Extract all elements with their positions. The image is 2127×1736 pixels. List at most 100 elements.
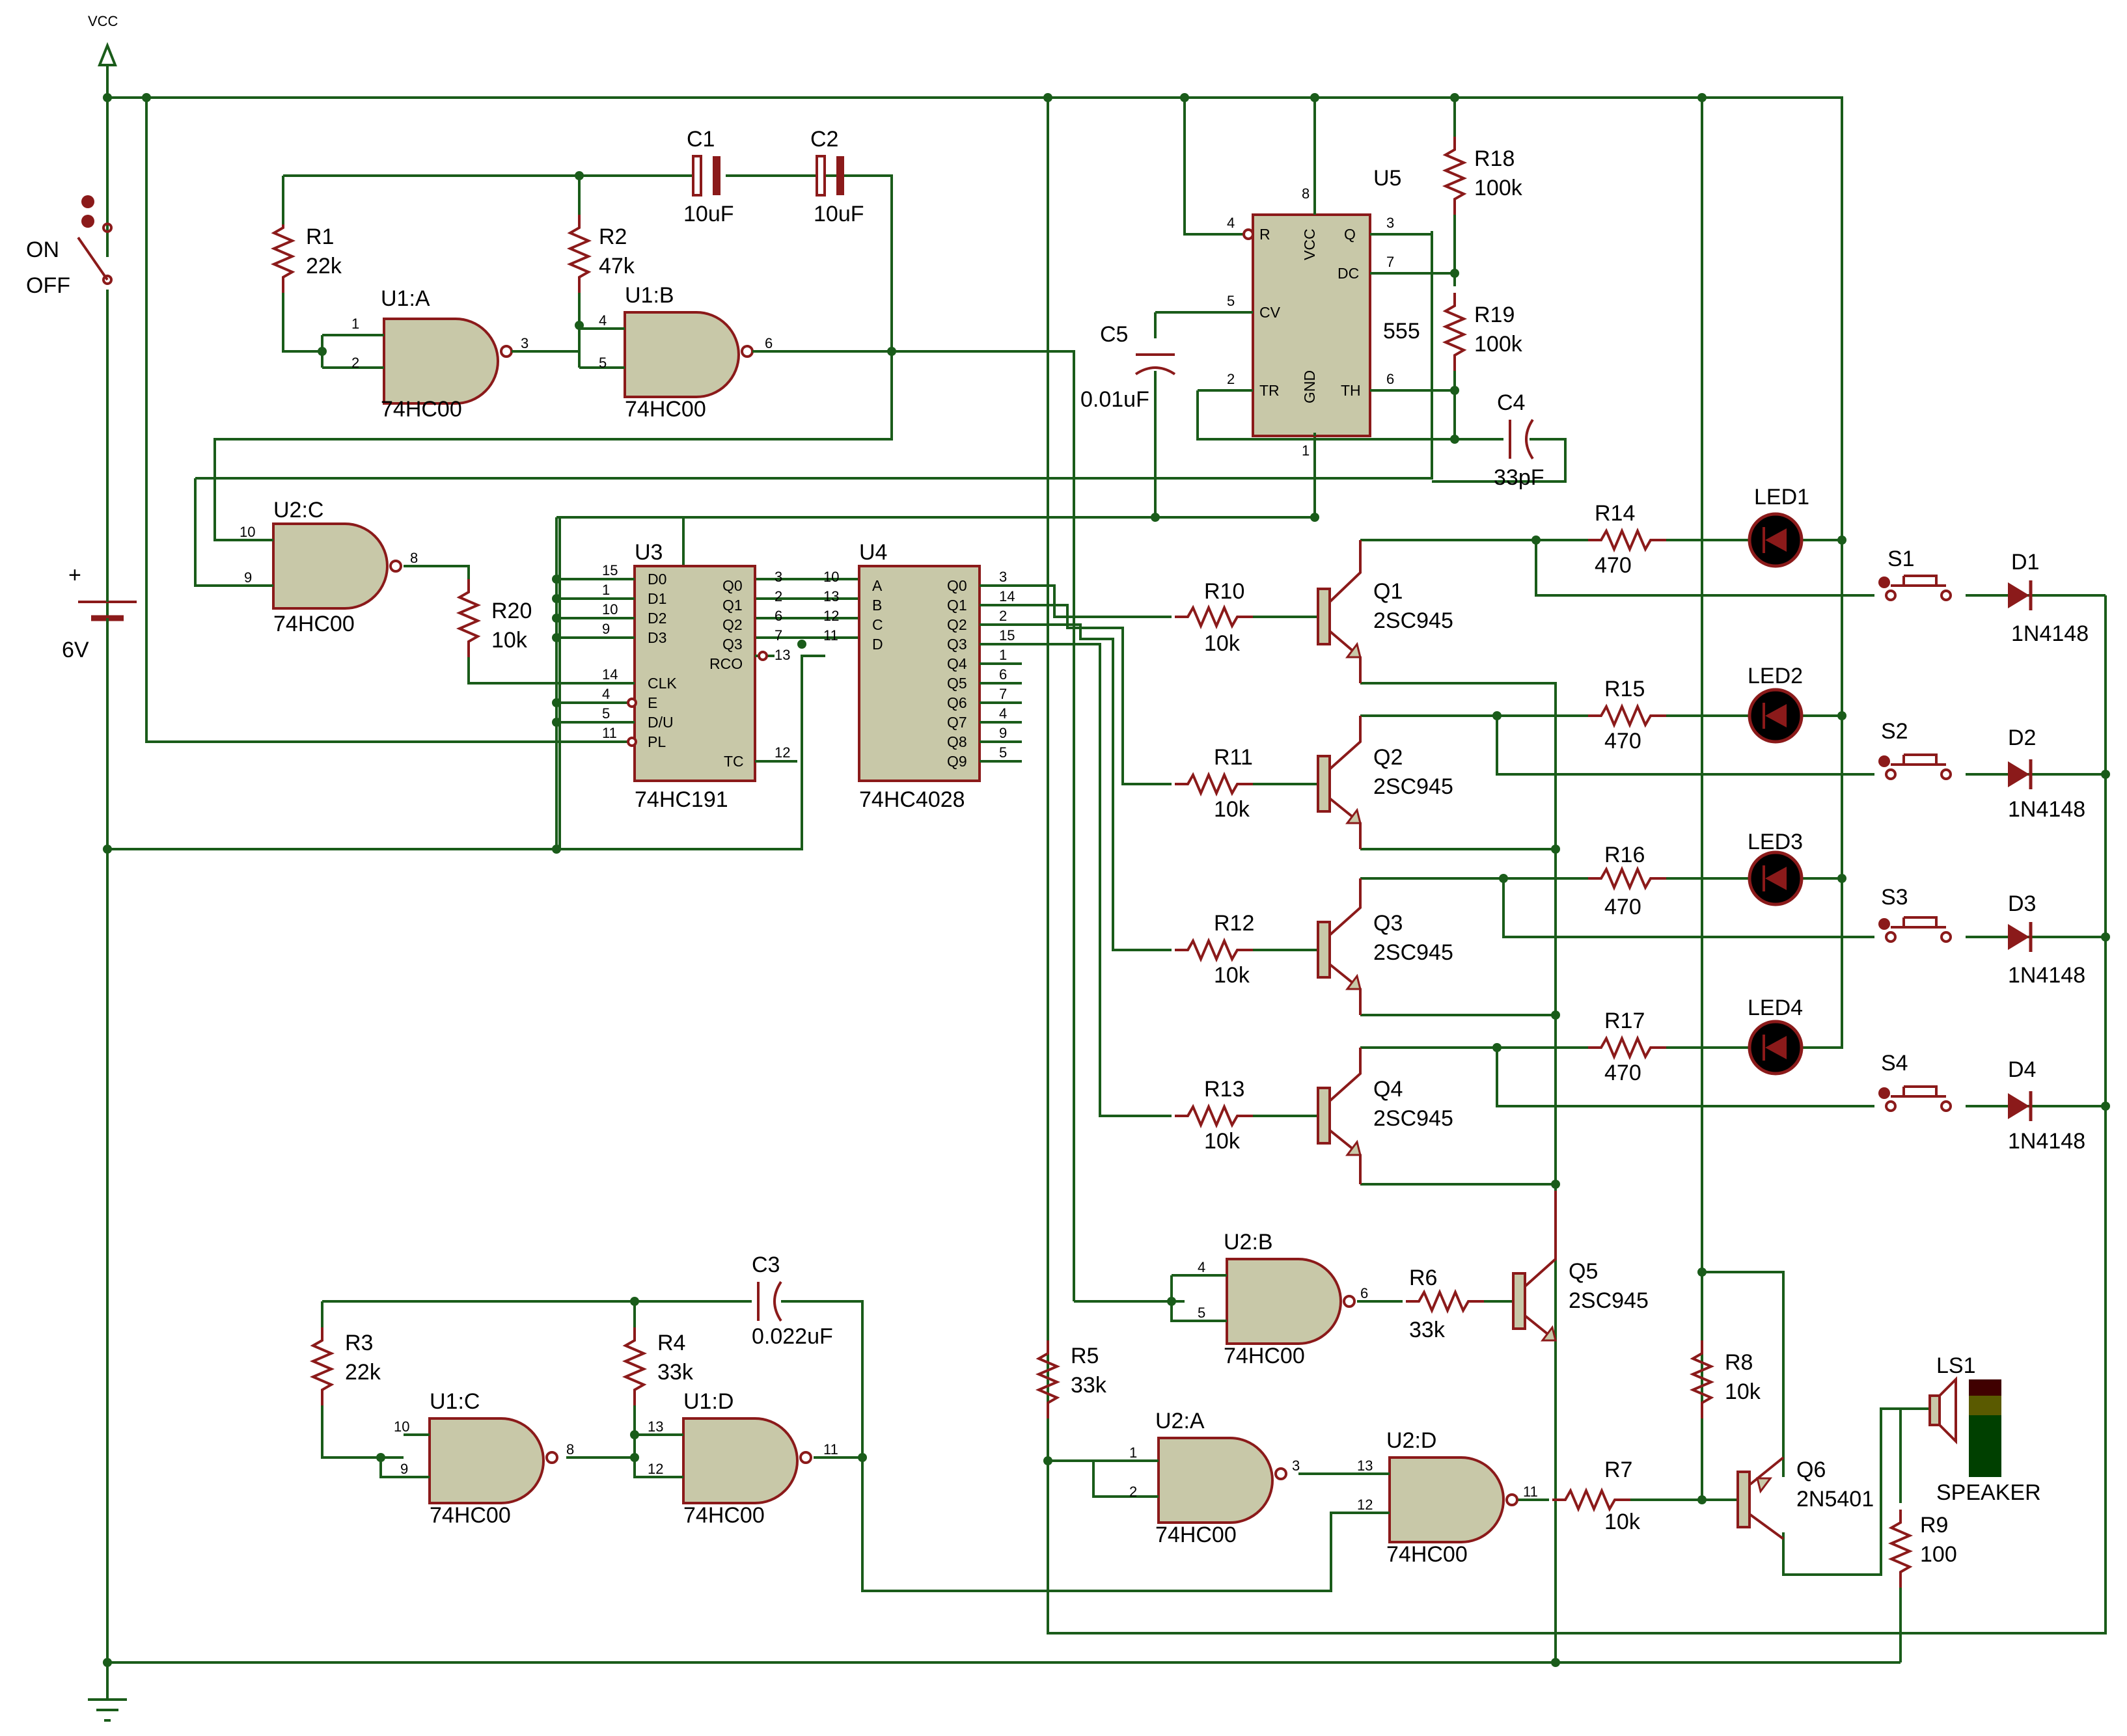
svg-text:8: 8 [566,1441,574,1458]
svg-text:R2: R2 [599,224,627,249]
svg-text:10k: 10k [1214,797,1250,822]
transistors: Q1 2SC945 Q2 2SC945 Q3 2SC945 Q4 2SC945 [1317,540,1874,1540]
svg-text:2SC945: 2SC945 [1373,940,1453,965]
svg-text:3: 3 [1386,215,1394,231]
switch-s1[interactable]: S1 [1878,547,1952,601]
svg-text:Q5: Q5 [1569,1259,1598,1284]
svg-text:470: 470 [1604,729,1641,753]
power-switch[interactable]: ON OFF [26,195,113,298]
svg-text:U1:D: U1:D [683,1389,734,1414]
svg-text:0.01uF: 0.01uF [1080,387,1149,412]
u3-pin-number: 10 [602,601,618,617]
svg-text:5: 5 [599,355,607,371]
svg-text:13: 13 [1357,1458,1373,1474]
gate-u2b: 4 5 6 U2:B 74HC00 [1185,1230,1368,1368]
svg-text:LED3: LED3 [1748,830,1803,854]
u3-pin-name: D2 [648,610,666,627]
svg-text:5: 5 [1227,293,1235,309]
capacitors: C1 10uF C2 10uF C5 0.01uF C4 33pF C3 [680,127,1544,1349]
svg-text:R18: R18 [1474,146,1515,171]
svg-text:74HC00: 74HC00 [625,397,706,422]
svg-text:2SC945: 2SC945 [1569,1288,1649,1313]
svg-text:74HC191: 74HC191 [635,787,728,812]
u3-pin-name: Q0 [722,577,743,594]
svg-text:8: 8 [1302,185,1310,202]
svg-text:74HC00: 74HC00 [1386,1542,1468,1567]
u3-pin-number: 9 [602,621,610,637]
svg-text:R16: R16 [1604,843,1645,867]
svg-text:2SC945: 2SC945 [1373,1106,1453,1131]
u3-pin-name: D/U [648,714,674,731]
u4-pin-name: Q1 [947,597,967,614]
svg-text:11: 11 [823,1441,838,1458]
svg-text:U2:C: U2:C [273,498,323,522]
svg-text:U2:A: U2:A [1155,1409,1205,1433]
svg-text:1N4148: 1N4148 [2008,963,2085,988]
svg-text:TH: TH [1341,382,1361,399]
u4-pin-name: Q3 [947,636,967,653]
svg-text:S2: S2 [1881,719,1908,744]
leds: LED1 LED2 LED3 LED4 [1748,485,1809,1076]
svg-text:R5: R5 [1071,1344,1099,1368]
svg-text:33k: 33k [1071,1373,1107,1398]
svg-text:100: 100 [1920,1542,1957,1567]
svg-text:R15: R15 [1604,677,1645,701]
svg-text:10k: 10k [1725,1379,1761,1404]
svg-text:R9: R9 [1920,1513,1948,1538]
svg-text:74HC4028: 74HC4028 [859,787,965,812]
u3-pin-name: PL [648,733,666,750]
u4-pin-number: 14 [999,588,1015,604]
gate-u1a: 1 2 3 U1:A 74HC00 [321,286,579,422]
svg-text:1: 1 [351,316,359,332]
svg-text:74HC00: 74HC00 [273,612,355,636]
capacitor-c4: C4 33pF [1494,390,1544,490]
svg-text:10k: 10k [491,628,528,653]
u4-pin-number: 10 [823,569,839,585]
switch-s3[interactable]: S3 [1878,885,1952,943]
vcc-symbol: VCC [88,13,118,98]
svg-text:Q: Q [1344,226,1356,243]
svg-text:S3: S3 [1881,885,1908,910]
svg-text:555: 555 [1383,319,1420,344]
u4-pin-number: 2 [999,608,1007,624]
u4-pin-name: Q7 [947,714,967,731]
svg-text:100k: 100k [1474,332,1523,357]
svg-text:U2:B: U2:B [1224,1230,1273,1255]
svg-text:S1: S1 [1887,547,1915,571]
svg-text:10: 10 [240,524,255,540]
svg-text:10k: 10k [1604,1510,1641,1534]
u4-pin-name: Q2 [947,616,967,633]
u4-pin-name: Q8 [947,733,967,750]
u3-pin-name: D0 [648,571,666,588]
svg-text:VCC: VCC [1301,228,1318,260]
svg-text:CV: CV [1259,304,1281,321]
svg-text:R1: R1 [306,224,334,249]
svg-text:10k: 10k [1204,1129,1241,1154]
ground-symbol [88,1698,127,1722]
svg-text:SPEAKER: SPEAKER [1936,1480,2041,1505]
nand-gates: 1 2 3 U1:A 74HC00 4 5 6 U1:B 74HC00 10 9… [240,283,1538,1567]
svg-text:6: 6 [1360,1285,1368,1301]
transistor-q5: Q5 2SC945 [1512,1191,1649,1342]
svg-text:0.022uF: 0.022uF [752,1324,833,1349]
u4-pin-number: 6 [999,666,1007,683]
resistor-r7: R7 10k [1551,1458,1641,1534]
svg-text:2: 2 [351,355,359,371]
chip-u4: 10A13B12C11D3Q014Q12Q215Q31Q46Q57Q64Q79Q… [823,540,1022,812]
svg-text:11: 11 [1523,1484,1538,1500]
switch-s2[interactable]: S2 [1878,719,1952,780]
svg-text:74HC00: 74HC00 [1155,1523,1237,1547]
svg-text:R7: R7 [1604,1458,1632,1482]
svg-text:2: 2 [1129,1484,1137,1500]
u4-pin-name: C [872,616,883,633]
svg-text:R4: R4 [657,1331,685,1355]
svg-text:C5: C5 [1100,322,1128,347]
switch-s4[interactable]: S4 [1878,1051,1952,1112]
svg-text:R19: R19 [1474,303,1515,327]
